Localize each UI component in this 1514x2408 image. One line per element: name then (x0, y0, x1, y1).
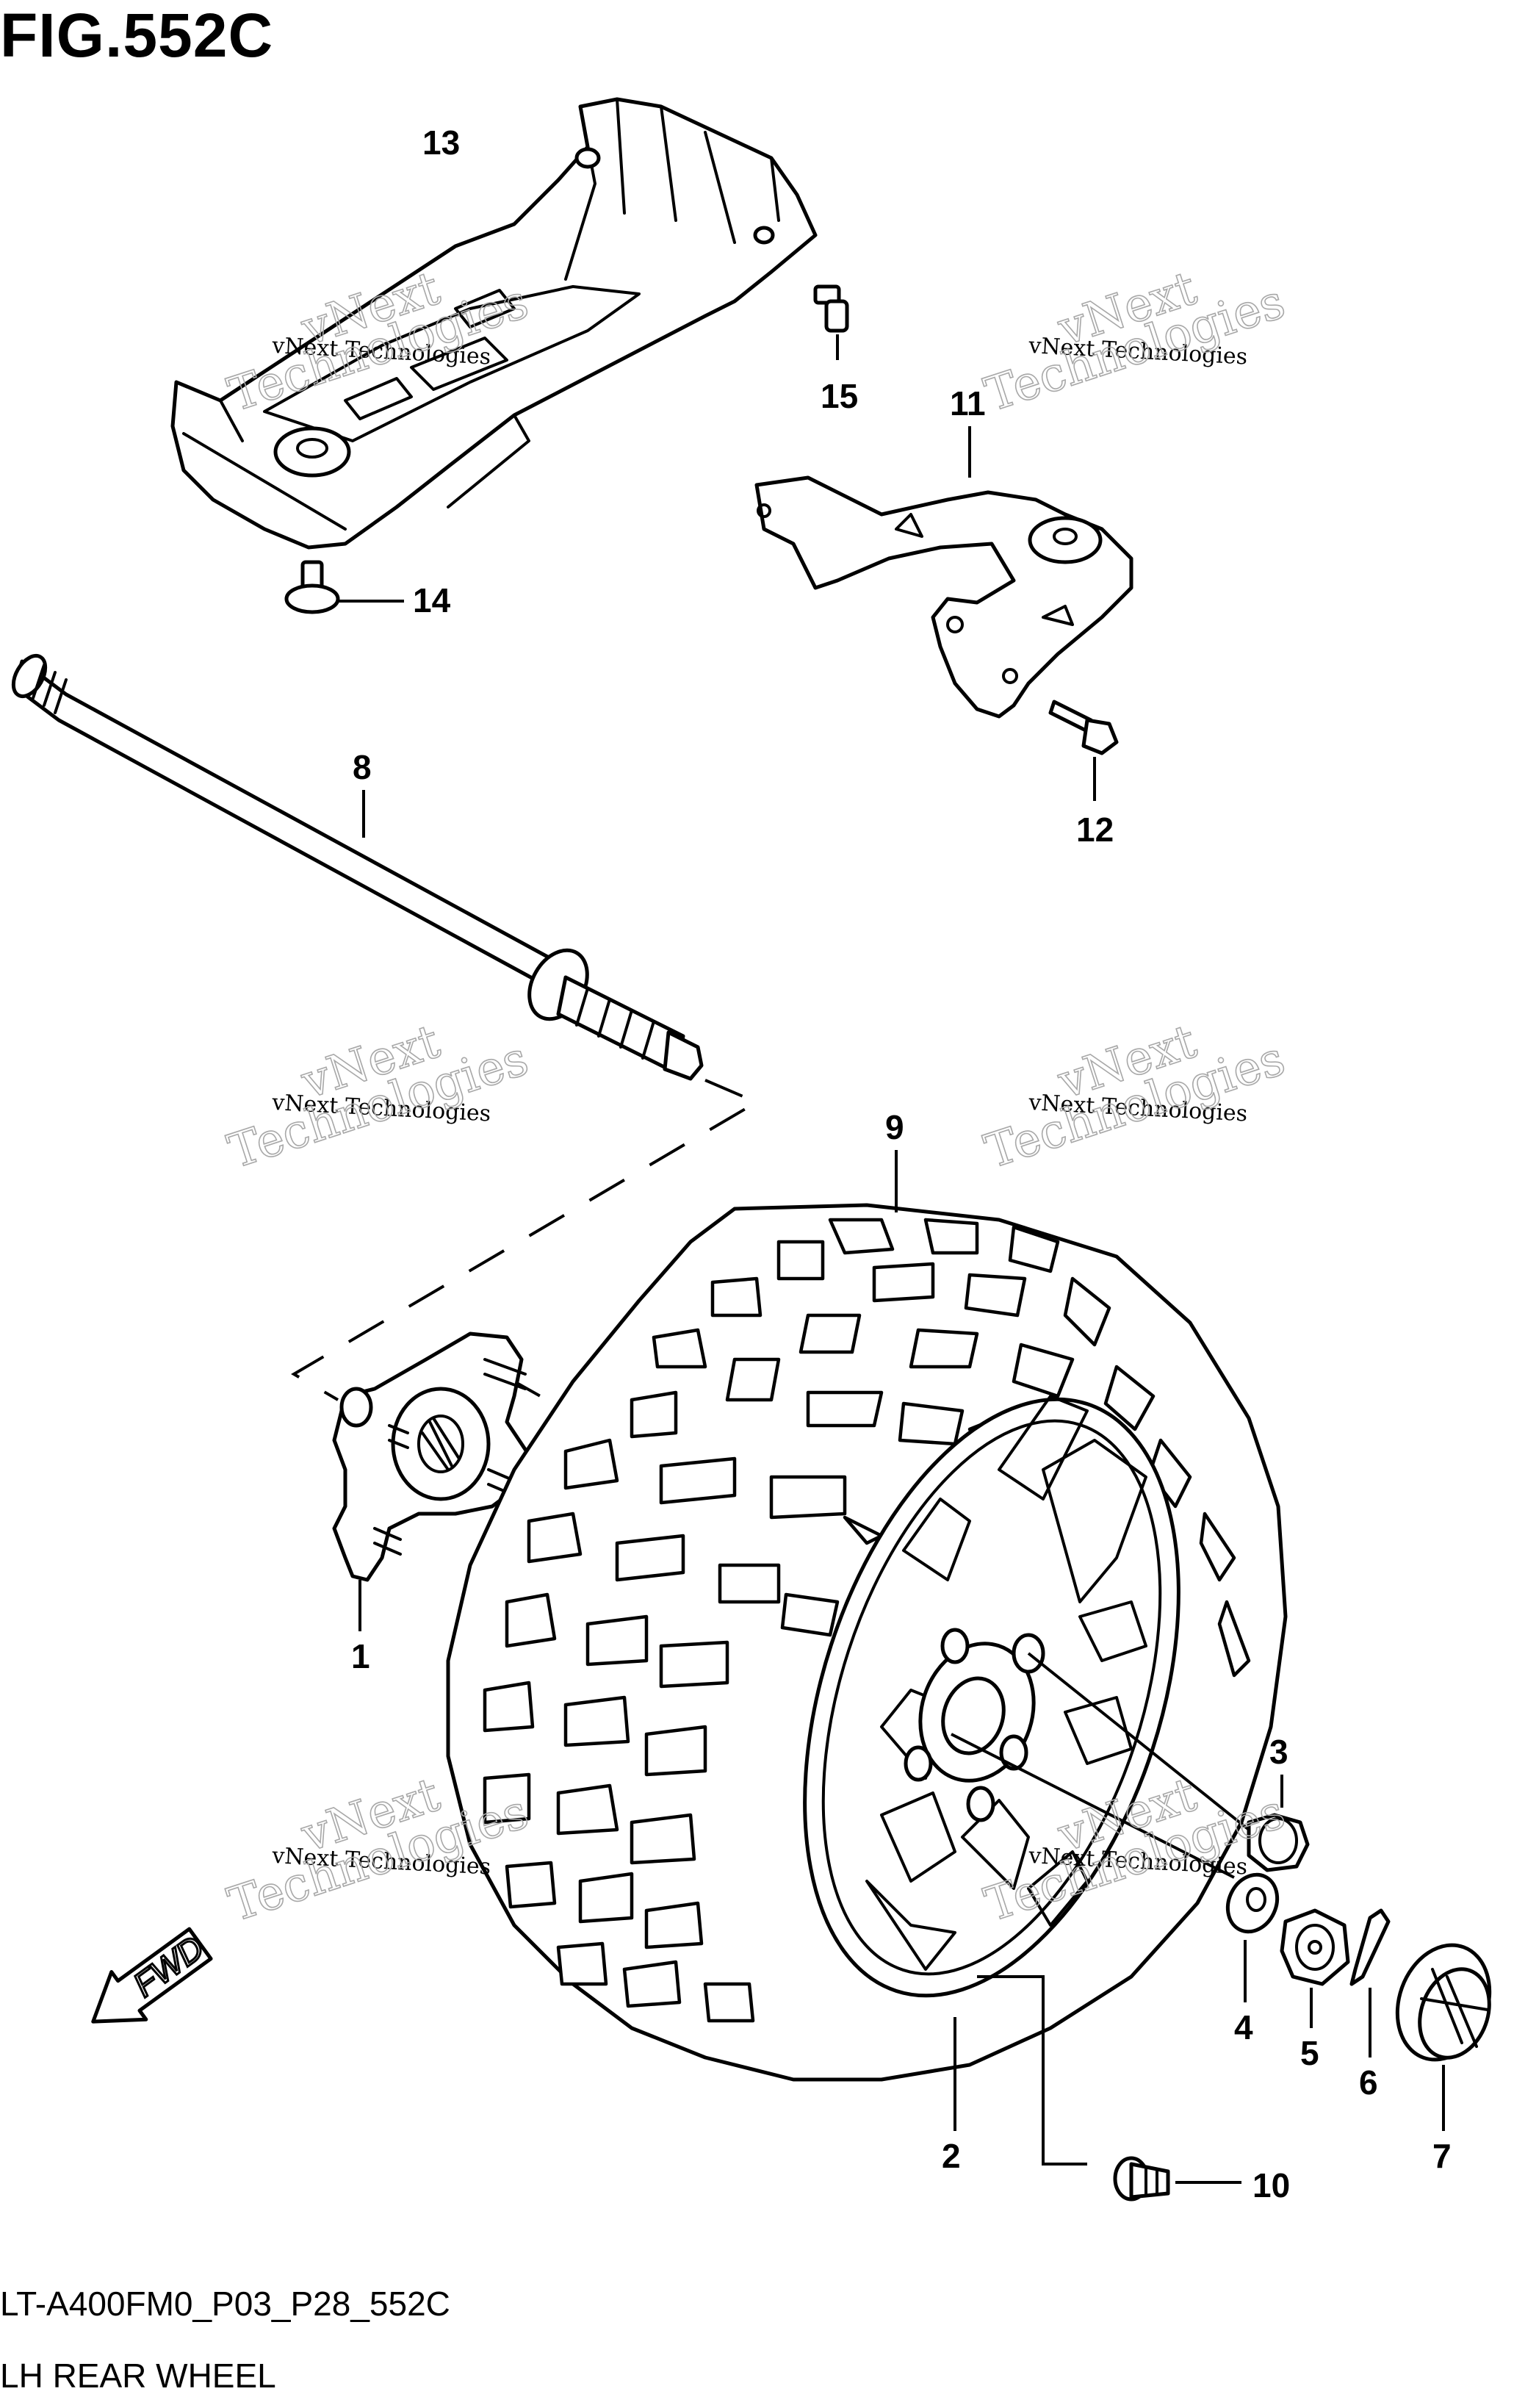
figure-caption: LH REAR WHEEL (0, 2357, 276, 2395)
part-7-hub-cap (1395, 1943, 1492, 2131)
callout-7: 7 (1432, 2137, 1452, 2175)
callout-8: 8 (353, 748, 372, 786)
callout-15: 15 (821, 377, 858, 415)
callout-3: 3 (1269, 1733, 1288, 1771)
part-14-bolt (284, 560, 404, 614)
callout-2: 2 (942, 2137, 961, 2175)
watermark-top-right: vNext Technologies vNext Technologies (978, 261, 1291, 423)
part-4-washer (1225, 1872, 1280, 2002)
part-12-bolt (1048, 700, 1119, 801)
part-6-cotter-pin (1349, 1908, 1391, 2057)
callout-13: 13 (422, 123, 460, 162)
callout-5: 5 (1300, 2034, 1319, 2072)
callout-11: 11 (950, 384, 986, 423)
part-11-bracket (754, 426, 1133, 719)
callout-labels: 13 15 11 14 8 12 9 1 3 4 5 6 7 10 2 (351, 123, 1452, 2204)
figure-title: FIG.552C (0, 1, 274, 70)
callout-14: 14 (413, 581, 451, 619)
part-5-castle-nut (1280, 1908, 1350, 2028)
part-8-drive-shaft (11, 654, 704, 1081)
fwd-direction-arrow: FWD (91, 1927, 213, 2024)
callout-9: 9 (885, 1108, 904, 1146)
assembly-dash-line (291, 1079, 760, 1401)
part-15-bolt (813, 284, 849, 360)
callout-12: 12 (1076, 811, 1114, 849)
part-1-wheel-hub (332, 1331, 531, 1631)
part-10-valve (1113, 2156, 1241, 2202)
callout-6: 6 (1359, 2063, 1378, 2102)
figure-code: LT-A400FM0_P03_P28_552C (0, 2285, 450, 2323)
part-2-wheel-rim (803, 1395, 1180, 2166)
part-13-skid-plate (170, 97, 818, 550)
callout-4: 4 (1234, 2008, 1253, 2046)
callout-1: 1 (351, 1637, 370, 1675)
watermark-mid-left: vNext Technologies vNext Technologies (221, 1014, 535, 1180)
watermark-mid-right: vNext Technologies vNext Technologies (978, 1014, 1291, 1180)
callout-10: 10 (1252, 2166, 1290, 2204)
part-3-wheel-nut (1247, 1775, 1310, 1872)
